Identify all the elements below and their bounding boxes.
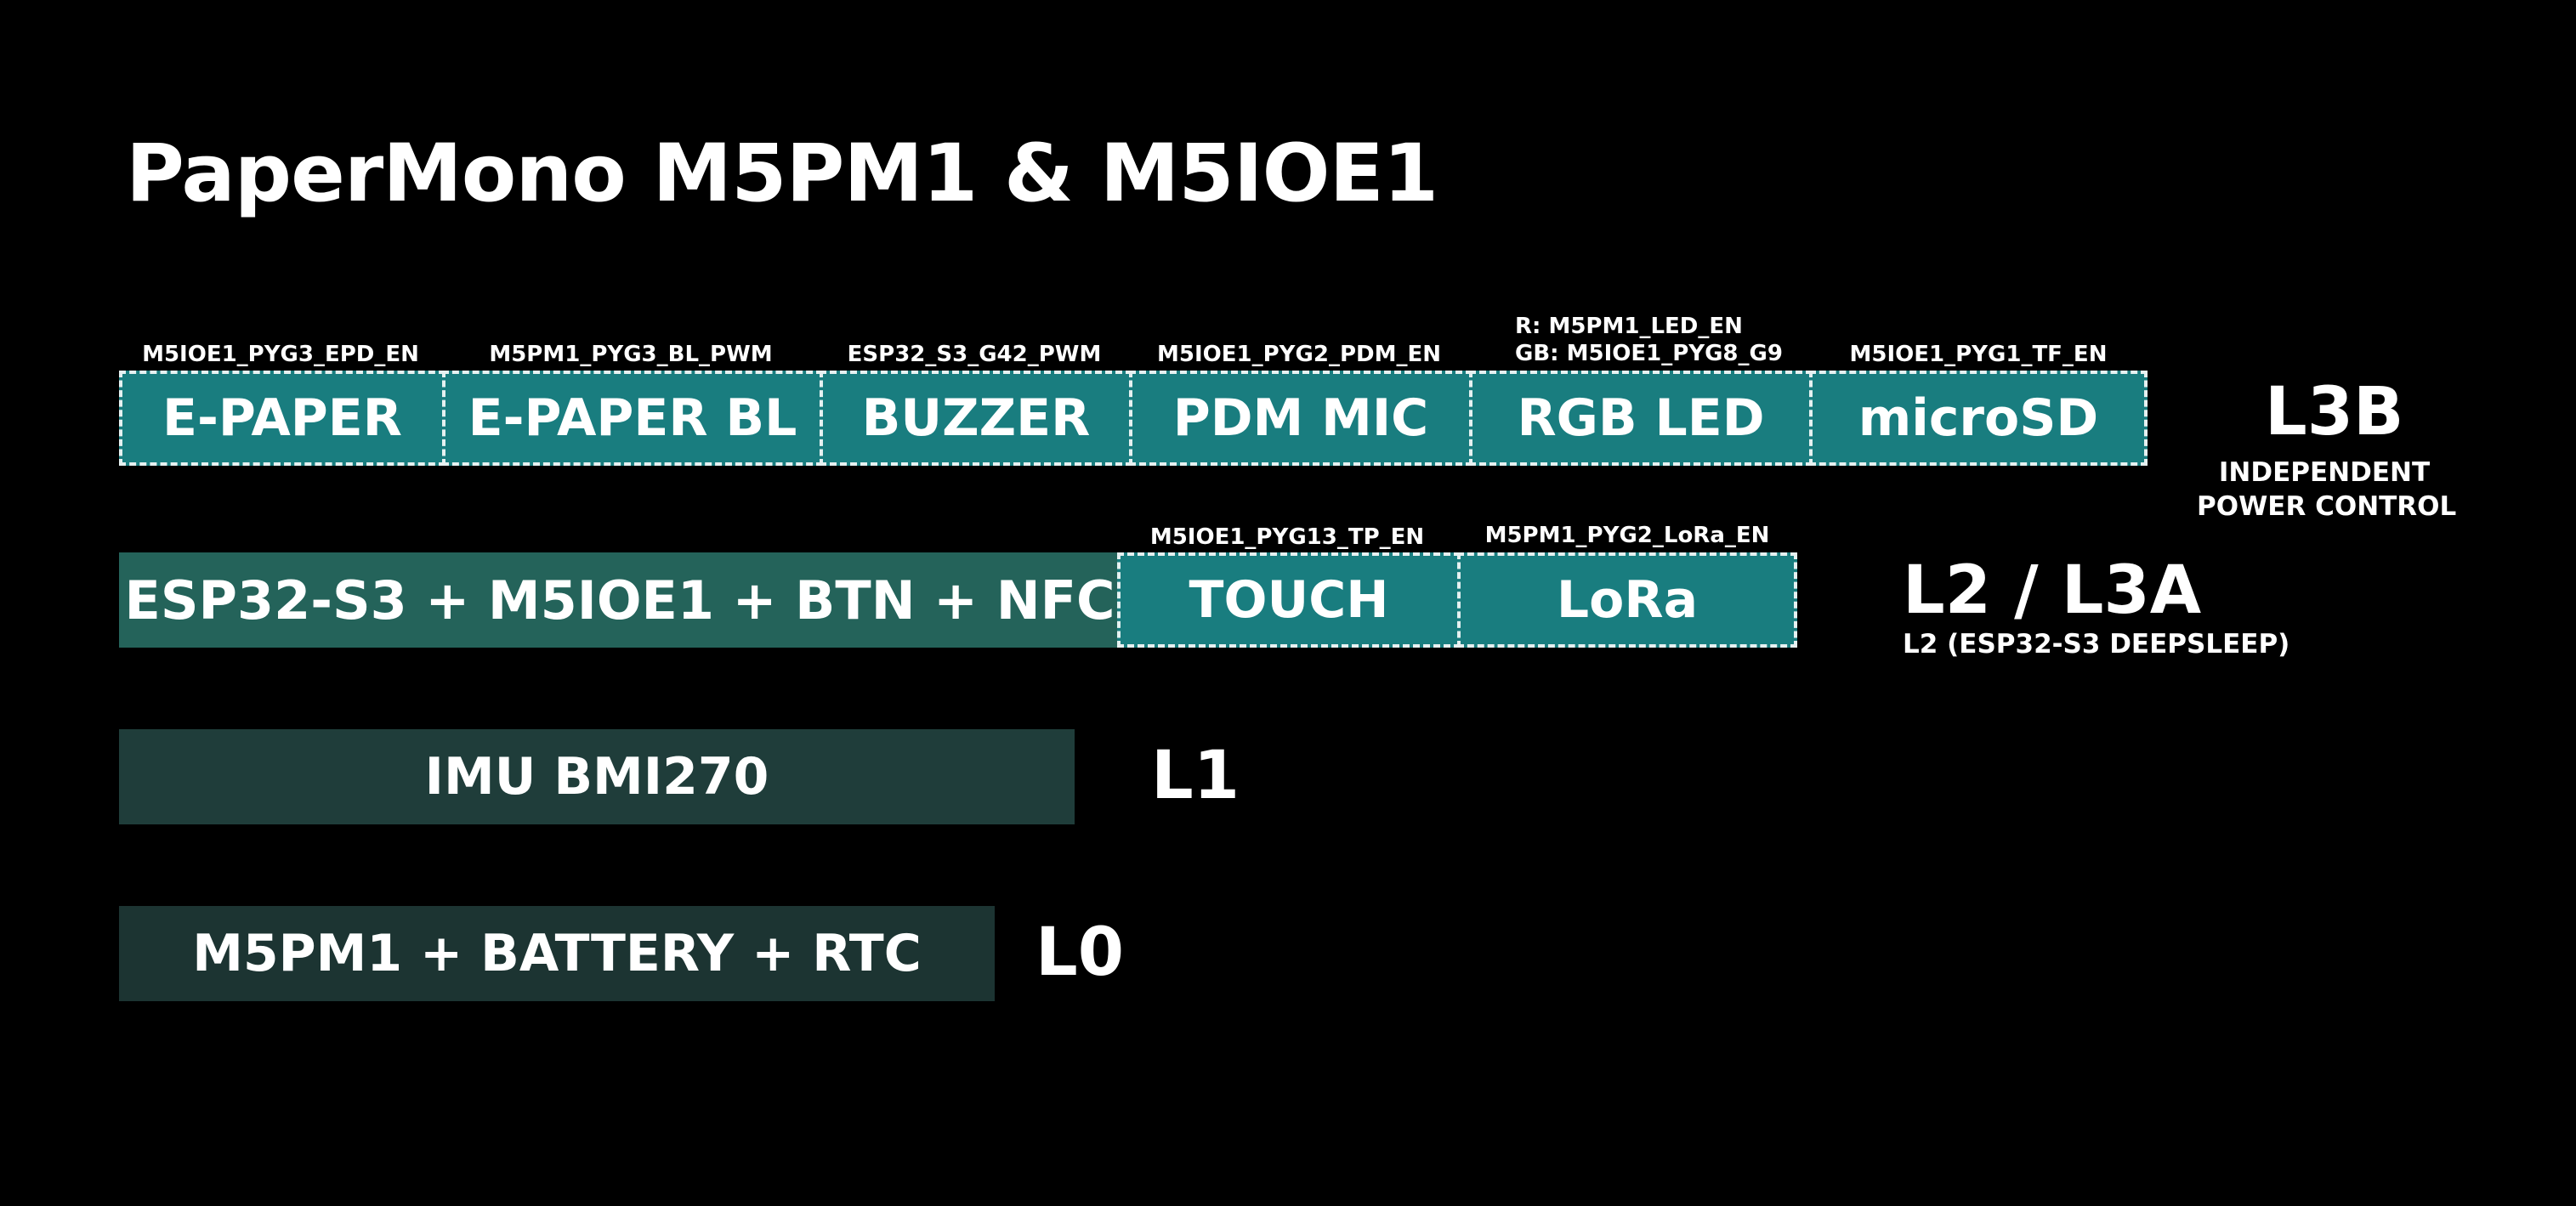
level-label-l0: L0 (1036, 914, 1124, 991)
signal-label-rgb-gb: GB: M5IOE1_PYG8_G9 (1515, 341, 1783, 366)
signal-label-lora: M5PM1_PYG2_LoRa_EN (1484, 523, 1770, 548)
block-epaper-bl: E-PAPER BL (442, 371, 823, 466)
level-sublabel-l2: L2 (ESP32-S3 DEEPSLEEP) (1903, 629, 2290, 660)
diagram-title: PaperMono M5PM1 & M5IOE1 (126, 127, 1438, 220)
level-label-l2-l3a: L2 / L3A (1903, 552, 2202, 629)
block-microsd: microSD (1809, 371, 2148, 466)
level-sublabel-l3b-line1: INDEPENDENT (2218, 457, 2431, 488)
block-imu: IMU BMI270 (119, 729, 1075, 824)
block-m5pm1-battery-rtc: M5PM1 + BATTERY + RTC (119, 906, 995, 1001)
signal-label-microsd: M5IOE1_PYG1_TF_EN (1849, 342, 2108, 367)
signal-label-epaper-bl: M5PM1_PYG3_BL_PWM (489, 342, 773, 367)
signal-label-buzzer: ESP32_S3_G42_PWM (847, 342, 1102, 367)
level-label-l3b: L3B (2265, 374, 2404, 450)
signal-label-rgb-r: R: M5PM1_LED_EN (1515, 314, 1743, 339)
block-buzzer: BUZZER (820, 371, 1132, 466)
signal-label-touch: M5IOE1_PYG13_TP_EN (1149, 524, 1425, 550)
signal-label-pdm-mic: M5IOE1_PYG2_PDM_EN (1157, 342, 1441, 367)
signal-label-epaper: M5IOE1_PYG3_EPD_EN (142, 342, 419, 367)
level-sublabel-l3b-line2: POWER CONTROL (2197, 491, 2457, 522)
level-label-l1: L1 (1151, 738, 1240, 814)
block-rgb-led: RGB LED (1469, 371, 1813, 466)
block-esp32-base: ESP32-S3 + M5IOE1 + BTN + NFC (119, 552, 1121, 648)
block-pdm-mic: PDM MIC (1129, 371, 1472, 466)
block-lora: LoRa (1457, 552, 1797, 648)
block-touch: TOUCH (1117, 552, 1461, 648)
block-epaper: E-PAPER (119, 371, 445, 466)
